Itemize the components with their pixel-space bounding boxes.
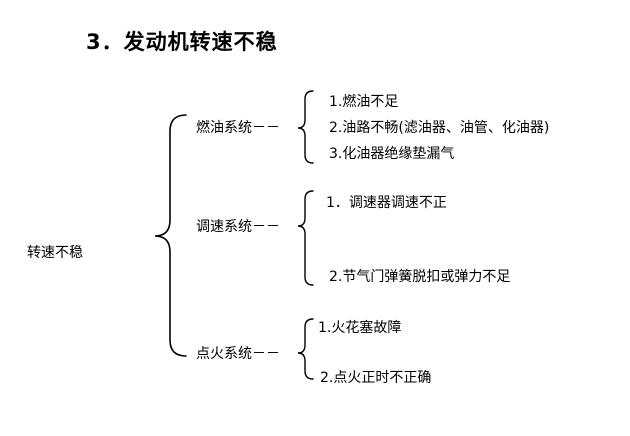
- governor-cause-1: 1．调速器调速不正: [326, 195, 447, 211]
- root-node-label: 转速不稳: [27, 245, 83, 261]
- fuel-cause-3: 3.化油器绝缘垫漏气: [329, 146, 455, 162]
- ignition-cause-1: 1.火花塞故障: [318, 320, 402, 336]
- governor-cause-2: 2.节气门弹簧脱扣或弹力不足: [329, 269, 511, 285]
- fuel-system-brace: [297, 90, 314, 164]
- diagram-title: 3．发动机转速不稳: [86, 30, 278, 54]
- ignition-system-label: 点火系统－－: [196, 346, 280, 362]
- fuel-system-label: 燃油系统－－: [196, 120, 280, 136]
- ignition-system-brace: [297, 318, 314, 380]
- ignition-cause-2: 2.点火正时不正确: [320, 370, 432, 386]
- governor-system-label: 调速系统－－: [196, 219, 280, 235]
- fuel-cause-1: 1.燃油不足: [329, 94, 399, 110]
- governor-system-brace: [297, 190, 314, 286]
- fuel-cause-2: 2.油路不畅(滤油器、油管、化油器): [329, 120, 550, 136]
- root-brace: [154, 114, 187, 357]
